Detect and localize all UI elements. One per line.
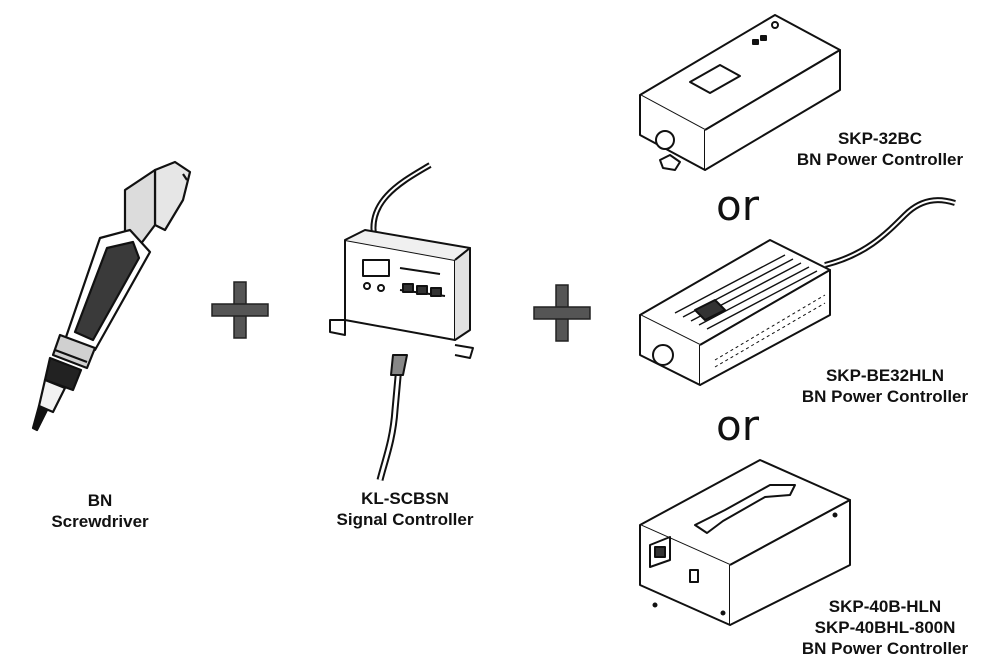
power-controller-2-label-line1: SKP-BE32HLN: [825, 366, 945, 385]
power-controller-3-label-line2: SKP-40BHL-800N: [814, 618, 956, 637]
signal-controller-illustration: [329, 162, 474, 481]
power-controller-2-label: SKP-BE32HLN BN Power Controller: [780, 365, 990, 407]
plus-icon: [211, 281, 269, 339]
power-controller-skp40b-illustration: [639, 459, 851, 626]
power-controller-3-label-line3: BN Power Controller: [801, 639, 969, 658]
power-controller-3-label: SKP-40B-HLN SKP-40BHL-800N BN Power Cont…: [775, 596, 995, 659]
or-text: or: [716, 401, 759, 450]
signal-controller-label: KL-SCBSN Signal Controller: [315, 488, 495, 530]
signal-controller-label-line2: Signal Controller: [336, 510, 474, 529]
plus-icon: [533, 284, 591, 342]
power-controller-1-label-line2: BN Power Controller: [796, 150, 964, 169]
power-controller-1-label: SKP-32BC BN Power Controller: [780, 128, 980, 170]
power-controller-1-label-line1: SKP-32BC: [837, 129, 923, 148]
or-text: or: [716, 181, 759, 230]
power-controller-skpbe32hln-illustration: [639, 197, 956, 386]
screwdriver-illustration: [31, 160, 192, 432]
power-controller-2-label-line2: BN Power Controller: [801, 387, 969, 406]
signal-controller-label-line1: KL-SCBSN: [361, 489, 449, 508]
power-controller-skp32bc-illustration: [639, 14, 841, 171]
screwdriver-label-line1: BN: [87, 491, 113, 510]
screwdriver-label: BN Screwdriver: [10, 490, 190, 532]
power-controller-3-label-line1: SKP-40B-HLN: [828, 597, 942, 616]
screwdriver-label-line2: Screwdriver: [51, 512, 149, 531]
